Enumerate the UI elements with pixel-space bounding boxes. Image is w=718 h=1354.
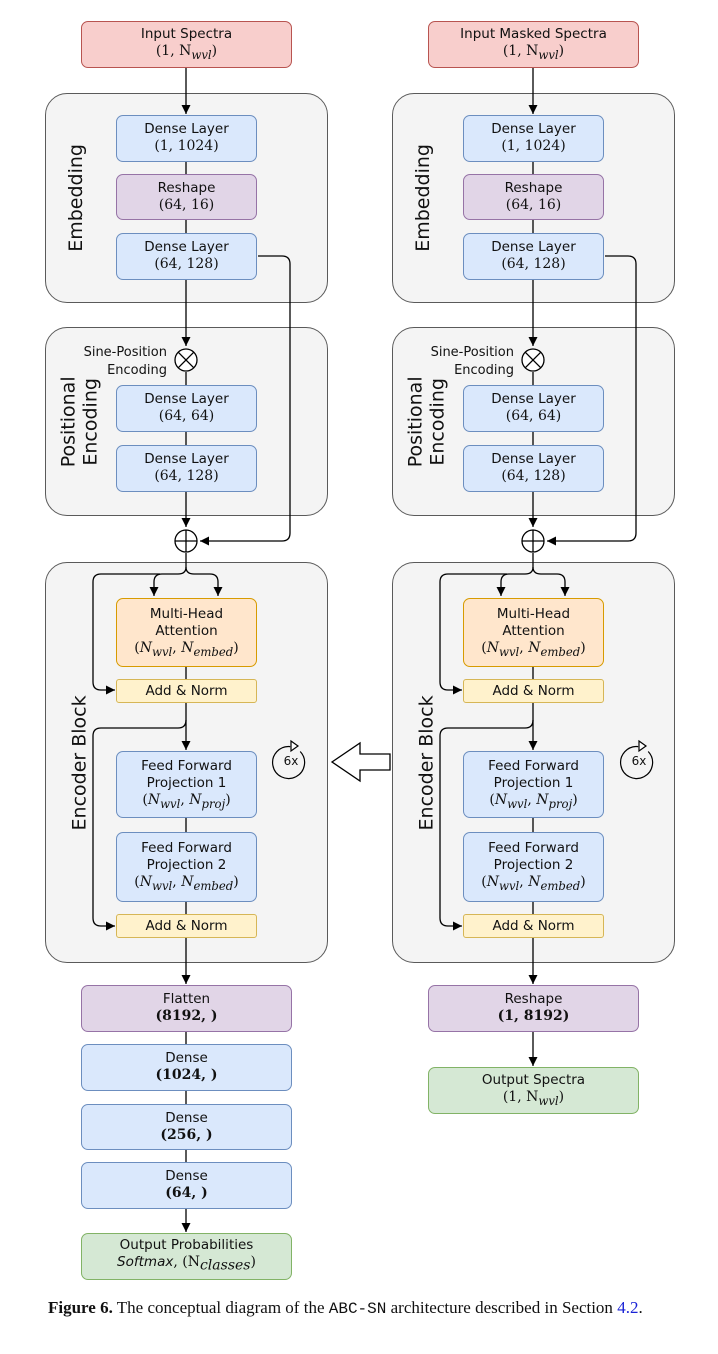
left-dense-256: Dense(256, ): [81, 1104, 292, 1150]
left-repeat-count: 6x: [283, 754, 299, 768]
left-repeat-icon: [272, 739, 306, 780]
weight-transfer-arrow: [330, 741, 391, 783]
left-dense-64: Dense(64, ): [81, 1162, 292, 1209]
right-add-norm-1: Add & Norm: [463, 679, 604, 703]
right-reshape-output: Reshape(1, 8192): [428, 985, 639, 1032]
right-embed-dense-2: Dense Layer(64, 128): [463, 233, 604, 280]
right-input-masked-spectra: Input Masked Spectra (1, Nwvl): [428, 21, 639, 68]
figure-caption: Figure 6. The conceptual diagram of the …: [48, 1298, 643, 1318]
right-add-norm-2: Add & Norm: [463, 914, 604, 938]
left-flatten: Flatten(8192, ): [81, 985, 292, 1032]
left-feed-forward-1: Feed Forward Projection 1 (Nwvl, Nproj): [116, 751, 257, 818]
left-embed-dense-2: Dense Layer(64, 128): [116, 233, 257, 280]
left-add-norm-1: Add & Norm: [116, 679, 257, 703]
right-repeat-count: 6x: [631, 754, 647, 768]
right-repeat-icon: [620, 739, 654, 780]
right-pos-dense-1: Dense Layer(64, 64): [463, 385, 604, 432]
left-add-icon: [174, 529, 198, 553]
left-add-norm-2: Add & Norm: [116, 914, 257, 938]
right-embed-reshape: Reshape(64, 16): [463, 174, 604, 220]
left-pos-dense-2: Dense Layer(64, 128): [116, 445, 257, 492]
right-output-spectra: Output Spectra (1, Nwvl): [428, 1067, 639, 1114]
left-embed-dense-1: Dense Layer(1, 1024): [116, 115, 257, 162]
left-multiply-icon: [174, 348, 198, 372]
right-multi-head-attention: Multi-Head Attention (Nwvl, Nembed): [463, 598, 604, 667]
left-dense-1024: Dense(1024, ): [81, 1044, 292, 1091]
left-output-probabilities: Output Probabilities Softmax, (Nclasses): [81, 1233, 292, 1280]
section-link[interactable]: 4.2: [617, 1298, 639, 1317]
right-multiply-icon: [521, 348, 545, 372]
left-pos-dense-1: Dense Layer(64, 64): [116, 385, 257, 432]
left-multi-head-attention: Multi-Head Attention (Nwvl, Nembed): [116, 598, 257, 667]
left-feed-forward-2: Feed Forward Projection 2 (Nwvl, Nembed): [116, 832, 257, 902]
left-embed-reshape: Reshape(64, 16): [116, 174, 257, 220]
right-feed-forward-1: Feed Forward Projection 1 (Nwvl, Nproj): [463, 751, 604, 818]
right-pos-dense-2: Dense Layer(64, 128): [463, 445, 604, 492]
right-feed-forward-2: Feed Forward Projection 2 (Nwvl, Nembed): [463, 832, 604, 902]
left-input-spectra: Input Spectra (1, Nwvl): [81, 21, 292, 68]
right-embed-dense-1: Dense Layer(1, 1024): [463, 115, 604, 162]
right-add-icon: [521, 529, 545, 553]
